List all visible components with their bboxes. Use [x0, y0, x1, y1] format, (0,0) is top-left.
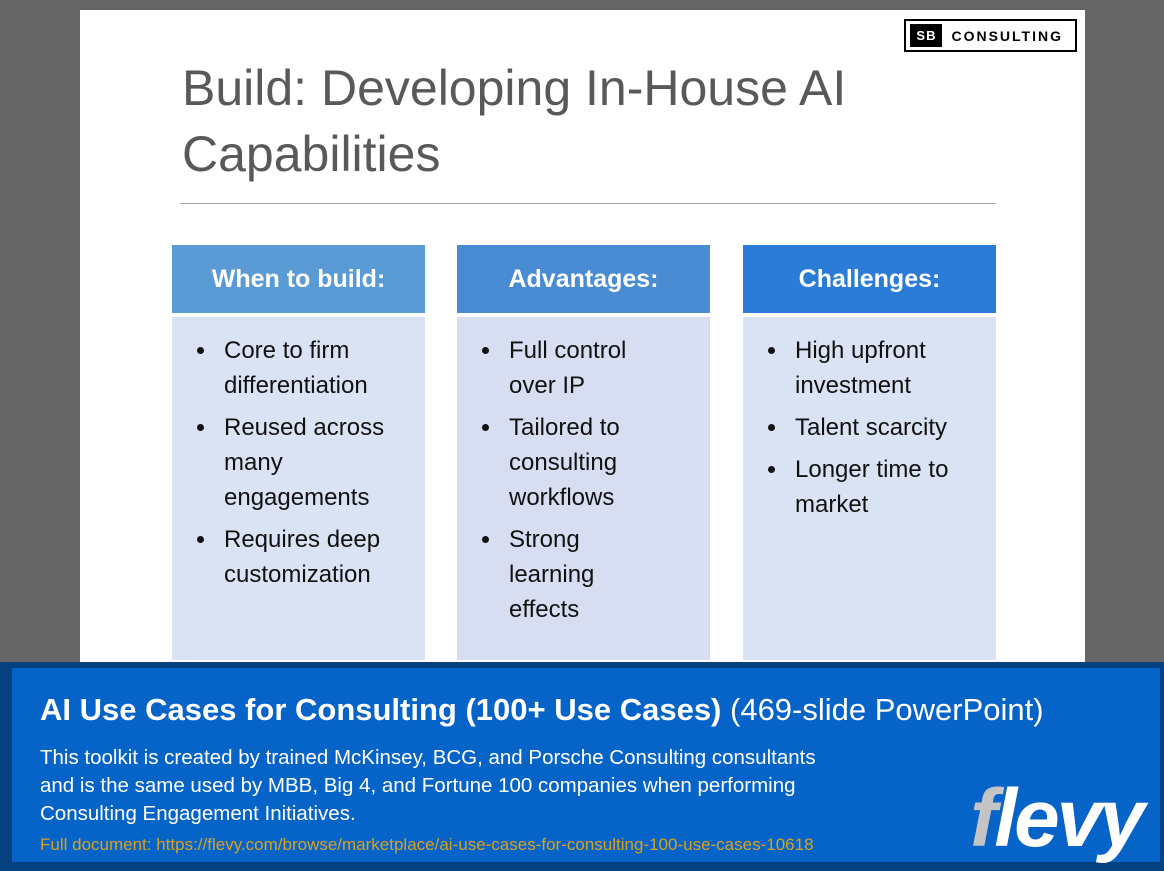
- bullet-list: High upfront investment Talent scarcity …: [743, 333, 990, 522]
- promo-banner-panel: AI Use Cases for Consulting (100+ Use Ca…: [12, 668, 1160, 862]
- sb-logo-badge: SB: [910, 24, 943, 47]
- banner-title-main: AI Use Cases for Consulting (100+ Use Ca…: [40, 692, 722, 727]
- bullet-item: Strong learning effects: [503, 522, 704, 627]
- slide-title: Build: Developing In-House AI Capabiliti…: [182, 60, 847, 182]
- presentation-slide: SB CONSULTING Build: Developing In-House…: [80, 10, 1085, 662]
- flevy-logo-levy: levy: [994, 773, 1145, 864]
- column-header: Challenges:: [743, 245, 996, 313]
- banner-title-subtitle: (469-slide PowerPoint): [721, 692, 1044, 727]
- promo-banner: AI Use Cases for Consulting (100+ Use Ca…: [0, 662, 1164, 871]
- column-header: Advantages:: [457, 245, 710, 313]
- sb-logo-text: CONSULTING: [951, 27, 1063, 44]
- column-when-to-build: When to build: Core to firm differentiat…: [172, 245, 425, 660]
- bullet-item: High upfront investment: [789, 333, 990, 403]
- bullet-item: Talent scarcity: [789, 410, 990, 445]
- flevy-logo-f: f: [970, 773, 997, 864]
- bullet-item: Reused across many engagements: [218, 410, 419, 515]
- column-body: High upfront investment Talent scarcity …: [743, 317, 996, 660]
- title-divider: [180, 203, 996, 204]
- document-link[interactable]: Full document: https://flevy.com/browse/…: [40, 835, 814, 854]
- banner-description: This toolkit is created by trained McKin…: [40, 746, 816, 825]
- column-challenges: Challenges: High upfront investment Tale…: [743, 245, 996, 660]
- column-body: Core to firm differentiation Reused acro…: [172, 317, 425, 660]
- bullet-item: Longer time to market: [789, 452, 990, 522]
- banner-title: AI Use Cases for Consulting (100+ Use Ca…: [40, 692, 1044, 728]
- bullet-item: Full control over IP: [503, 333, 704, 403]
- column-body: Full control over IP Tailored to consult…: [457, 317, 710, 660]
- bullet-list: Core to firm differentiation Reused acro…: [172, 333, 419, 592]
- bullet-item: Requires deep customization: [218, 522, 419, 592]
- flevy-logo: flevy: [970, 778, 1145, 860]
- column-advantages: Advantages: Full control over IP Tailore…: [457, 245, 710, 660]
- column-header: When to build:: [172, 245, 425, 313]
- bullet-list: Full control over IP Tailored to consult…: [457, 333, 704, 627]
- sb-consulting-logo: SB CONSULTING: [904, 19, 1077, 52]
- bullet-item: Tailored to consulting workflows: [503, 410, 704, 515]
- bullet-item: Core to firm differentiation: [218, 333, 419, 403]
